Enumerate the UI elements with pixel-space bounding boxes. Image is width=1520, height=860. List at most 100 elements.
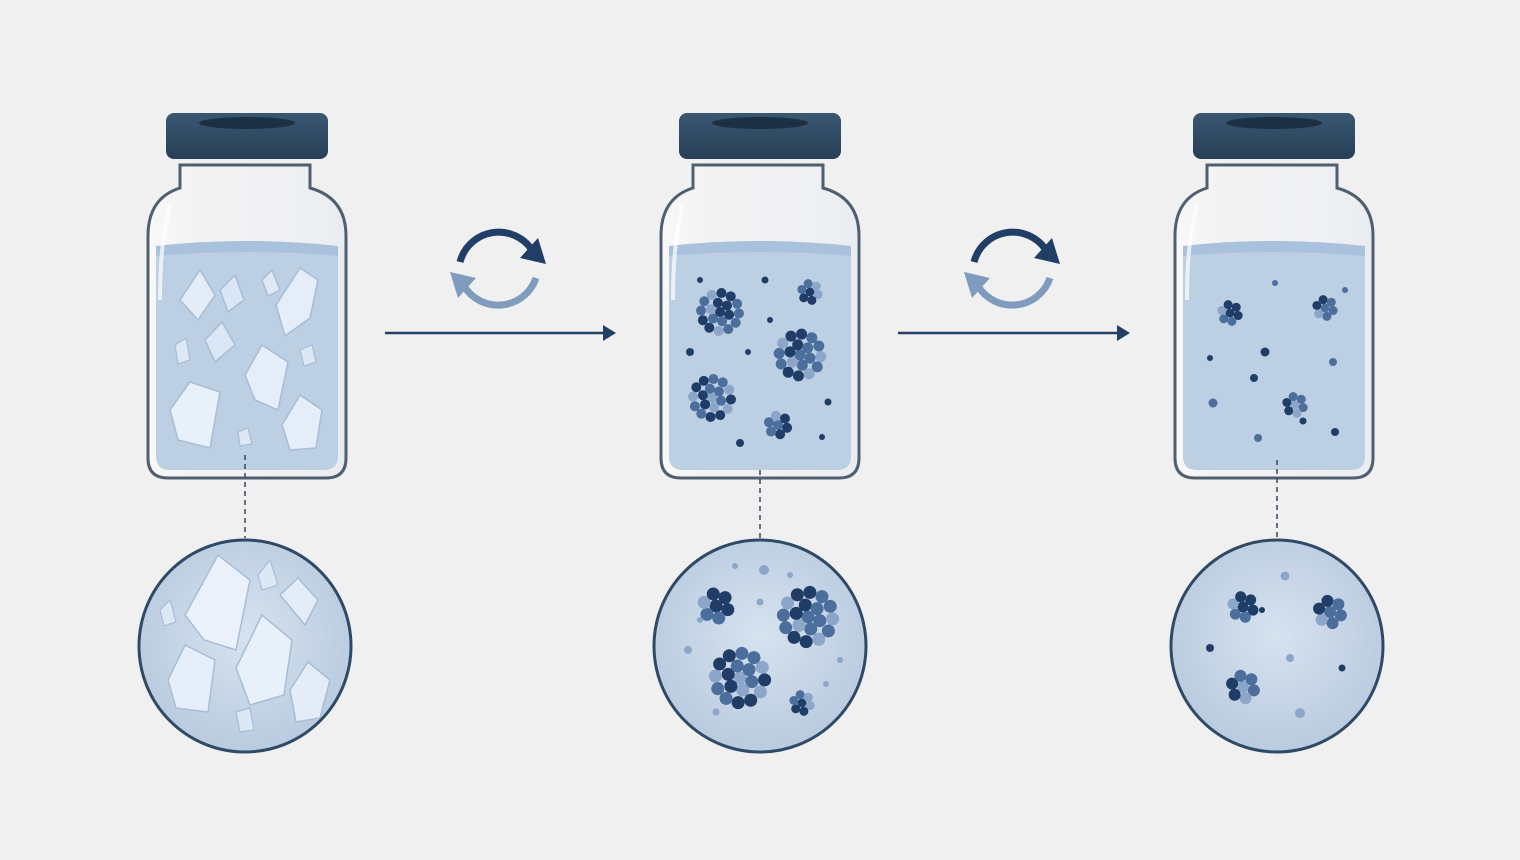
cluster-particle — [712, 611, 726, 625]
cluster-particle — [724, 679, 738, 693]
cluster-particle — [811, 281, 821, 291]
cluster-particle — [753, 685, 767, 699]
cluster-particle — [717, 377, 728, 388]
cluster-particle — [1239, 611, 1251, 623]
free-particle — [697, 277, 703, 283]
cycle-arrows-icon — [964, 228, 1060, 309]
cluster-particle — [803, 279, 813, 289]
cluster-particle — [1229, 608, 1241, 620]
cluster-particle — [709, 599, 723, 613]
cluster-particle — [716, 395, 727, 406]
cluster-particle — [708, 374, 719, 385]
cluster-particle — [789, 695, 799, 705]
cluster-particle — [730, 659, 744, 673]
cluster-particle — [722, 649, 736, 663]
cluster-particle — [1315, 613, 1328, 626]
cluster-particle — [698, 375, 709, 386]
vial-stage-1 — [146, 113, 348, 480]
cluster-particle — [697, 315, 708, 326]
cluster-particle — [713, 386, 724, 397]
cluster-particle — [782, 366, 794, 378]
cluster-particle — [1326, 297, 1336, 307]
cluster-particle — [779, 413, 790, 424]
cluster-particle — [799, 635, 813, 649]
cluster-particle — [736, 683, 750, 697]
cluster-particle — [723, 324, 734, 335]
cluster-particle — [803, 368, 815, 380]
cluster-particle — [805, 701, 815, 711]
cluster-particle — [699, 296, 710, 307]
cluster-particle — [1314, 309, 1324, 319]
free-particle — [1254, 434, 1262, 442]
cluster-particle — [790, 588, 804, 602]
cluster-particle — [1227, 598, 1239, 610]
cluster-particle — [1290, 400, 1300, 410]
free-particle — [787, 572, 793, 578]
cluster-particle — [1247, 684, 1260, 697]
free-particle — [745, 349, 751, 355]
free-particle — [1331, 428, 1339, 436]
cluster-particle — [806, 332, 818, 344]
vial-stage-3 — [1173, 113, 1375, 480]
cluster-particle — [705, 304, 716, 315]
free-particle — [684, 646, 692, 654]
free-particle — [1338, 664, 1346, 672]
cluster-particle — [691, 382, 702, 393]
cluster-particle — [732, 298, 743, 309]
cluster-particle — [811, 361, 823, 373]
cluster-particle — [766, 426, 777, 437]
cluster-particle — [708, 313, 719, 324]
cluster-particle — [1296, 394, 1306, 404]
cluster-particle — [1313, 602, 1326, 615]
cluster-particle — [758, 673, 772, 687]
free-particle — [824, 398, 832, 406]
cluster-particle — [696, 305, 707, 316]
vial-stage-2 — [659, 113, 861, 480]
cluster-particle — [713, 325, 724, 336]
cluster-particle — [777, 337, 789, 349]
cluster-particle — [712, 297, 723, 308]
free-particle — [1280, 571, 1290, 581]
cluster-particle — [696, 408, 707, 419]
arrow-stage-1-to-2 — [385, 325, 616, 341]
free-particle — [1208, 398, 1218, 408]
free-particle — [736, 439, 744, 447]
cluster-particle — [792, 618, 806, 632]
cluster-particle — [705, 411, 716, 422]
cluster-particle — [1237, 681, 1249, 693]
free-particle — [1272, 280, 1278, 286]
arrow-stage-2-to-3 — [898, 325, 1130, 341]
free-particle — [823, 681, 829, 687]
cluster-particle — [807, 295, 817, 305]
cluster-particle — [755, 660, 769, 674]
cluster-particle — [1233, 311, 1243, 321]
cluster-particle — [789, 606, 803, 620]
cluster-particle — [781, 596, 795, 610]
cluster-particle — [795, 690, 805, 700]
cluster-particle — [715, 307, 725, 317]
cluster-particle — [782, 422, 793, 433]
free-particle — [1286, 654, 1294, 662]
cluster-particle — [779, 621, 793, 635]
cluster-particle — [770, 410, 781, 421]
cluster-particle — [716, 288, 727, 299]
cluster-particle — [721, 667, 735, 681]
free-particle — [1295, 708, 1305, 718]
cluster-particle — [706, 587, 720, 601]
cluster-particle — [1320, 303, 1330, 313]
cluster-particle — [1321, 594, 1334, 607]
cluster-particle — [724, 309, 735, 320]
cluster-particle — [776, 608, 790, 622]
vial-2-particle-clusters — [686, 276, 832, 447]
cluster-particle — [1219, 314, 1229, 324]
cluster-particle — [1334, 609, 1347, 622]
cluster-particle — [1288, 392, 1298, 402]
cluster-particle — [1318, 295, 1328, 305]
cluster-particle — [715, 410, 726, 421]
free-particle — [1260, 347, 1270, 357]
cluster-particle — [796, 359, 808, 371]
cluster-particle — [815, 590, 829, 604]
free-particle — [697, 617, 703, 623]
free-particle — [761, 276, 769, 284]
cluster-particle — [707, 393, 717, 403]
